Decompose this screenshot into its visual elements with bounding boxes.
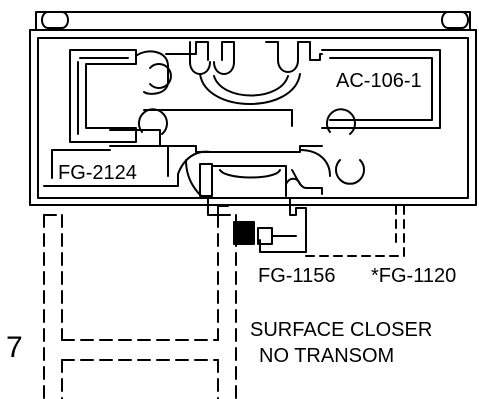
alternate-stop [305,205,405,257]
header-part-label: AC-106-1 [336,70,422,92]
note-line-2: NO TRANSOM [259,345,395,367]
center-channel [199,73,301,105]
left-roller [41,11,69,29]
frame-extrusion [43,41,441,199]
header-extrusion [29,29,477,206]
left-screw-boss [149,63,172,89]
right-roller [441,11,469,29]
detail-number-label: 7 [6,331,23,364]
top-rail [29,11,477,31]
alt-stop-part-label: *FG-1120 [371,265,457,287]
seal-block [233,221,255,245]
door-stop [207,197,307,253]
stop-part-label: FG-1156 [258,265,336,287]
middle-screw-boss [137,108,168,135]
door-leaves [43,214,237,399]
right-screw-boss [325,108,365,185]
frame-part-label: FG-2124 [58,162,137,184]
note-line-1: SURFACE CLOSER [250,319,433,341]
